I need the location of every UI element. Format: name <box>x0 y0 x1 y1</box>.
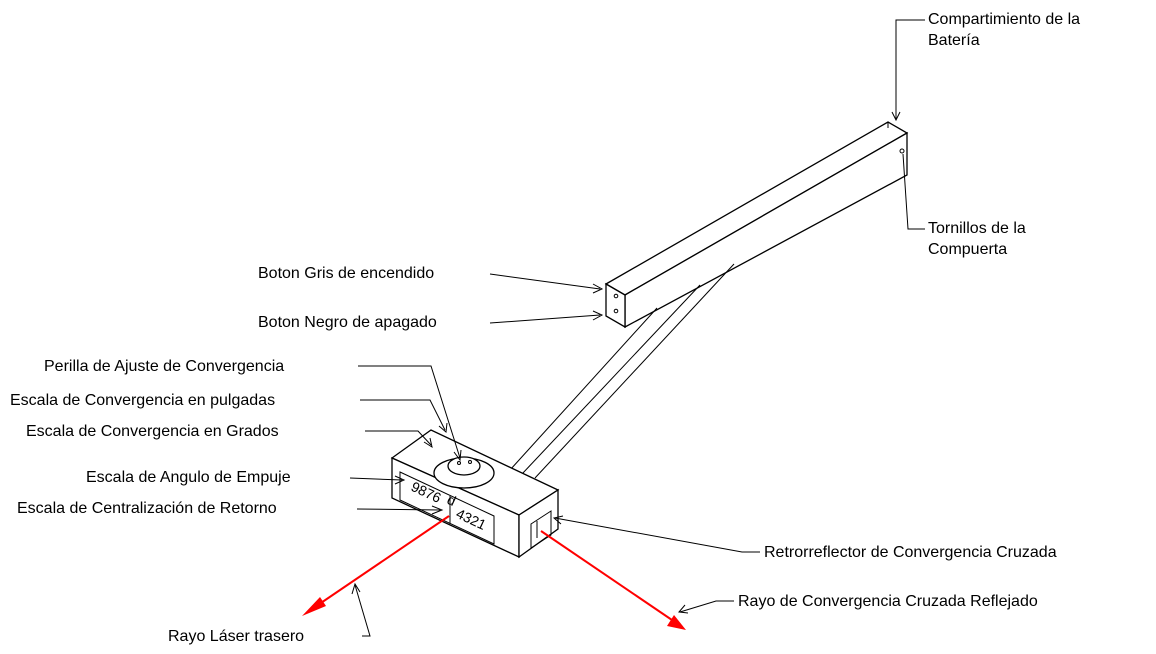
label-reflected-cross-convergence-ray: Rayo de Convergencia Cruzada Reflejado <box>738 593 1038 610</box>
label-power-on-button: Boton Gris de encendido <box>258 265 434 282</box>
convergence-knob <box>433 456 495 489</box>
rear-laser-ray <box>302 515 450 616</box>
label-convergence-scale-inches: Escala de Convergencia en pulgadas <box>10 392 275 409</box>
battery-compartment-bar <box>604 121 909 329</box>
label-battery-compartment-line2: Batería <box>928 32 980 49</box>
label-cross-convergence-retroreflector: Retrorreflector de Convergencia Cruzada <box>764 544 1057 561</box>
reflected-cross-convergence-ray-line <box>540 530 686 630</box>
label-thrust-angle-scale: Escala de Angulo de Empuje <box>86 469 291 486</box>
power-on-button-dot <box>613 293 619 299</box>
leader-lines <box>349 19 925 637</box>
label-convergence-knob: Perilla de Ajuste de Convergencia <box>44 358 284 375</box>
power-off-button-dot <box>613 308 619 314</box>
label-convergence-scale-degrees: Escala de Convergencia en Grados <box>26 423 279 440</box>
label-door-screws-line1: Tornillos de la <box>928 220 1026 237</box>
label-rear-laser-ray: Rayo Láser trasero <box>168 628 304 645</box>
label-door-screws-line2: Compuerta <box>928 241 1007 258</box>
label-battery-compartment-line1: Compartimiento de la <box>928 11 1080 28</box>
label-power-off-button: Boton Negro de apagado <box>258 314 437 331</box>
support-arm <box>509 263 735 479</box>
door-screw-dot <box>899 148 905 154</box>
label-return-centering-scale: Escala de Centralización de Retorno <box>17 500 277 517</box>
